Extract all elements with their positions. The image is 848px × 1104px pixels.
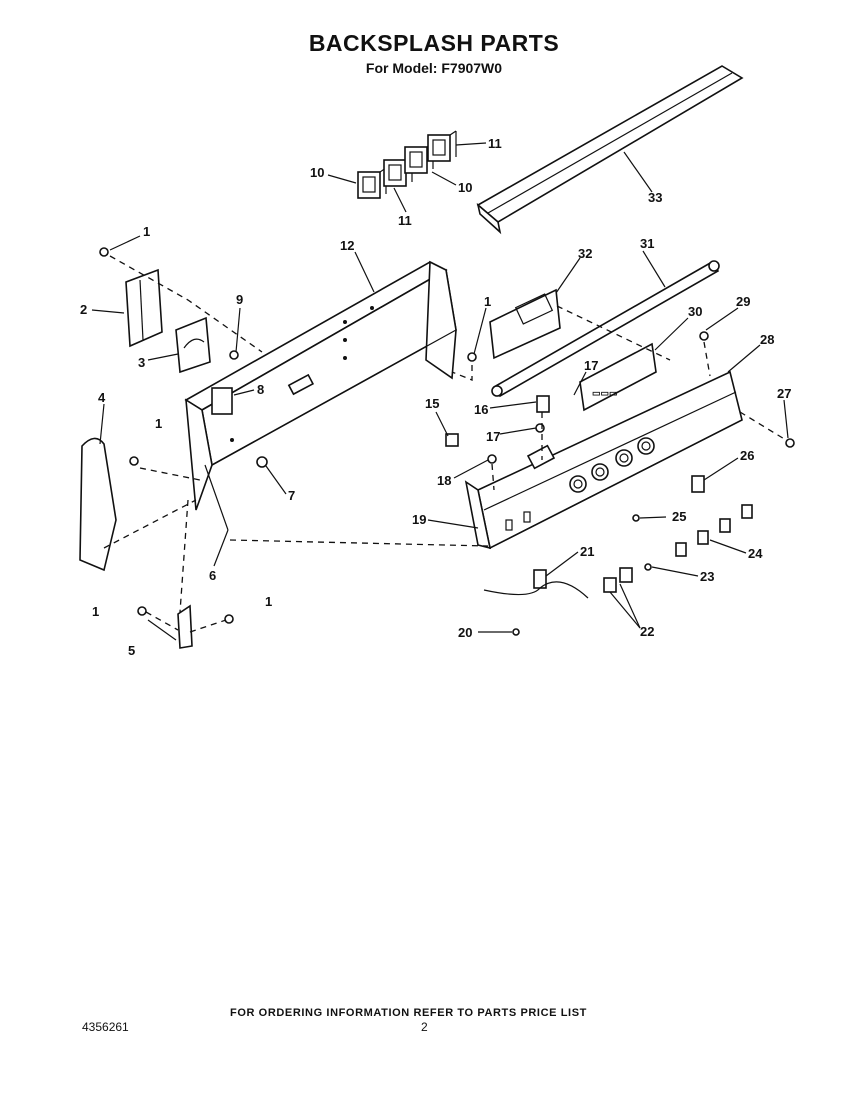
callout-29: 29 bbox=[736, 294, 750, 309]
callout-21: 21 bbox=[580, 544, 594, 559]
callout-4: 4 bbox=[98, 390, 106, 405]
callout-18: 18 bbox=[437, 473, 451, 488]
callout-25: 25 bbox=[672, 509, 686, 524]
callout-9: 9 bbox=[236, 292, 243, 307]
part-32-plate bbox=[489, 288, 561, 360]
callout-31: 31 bbox=[640, 236, 654, 251]
assembly-lines bbox=[103, 255, 787, 633]
model-subtitle: For Model: F7907W0 bbox=[365, 60, 503, 76]
page-title: BACKSPLASH PARTS bbox=[308, 30, 560, 56]
callout-19: 19 bbox=[412, 512, 426, 527]
part-28-control-panel bbox=[464, 370, 743, 550]
callout-32: 32 bbox=[578, 246, 592, 261]
svg-text:▭▭▭: ▭▭▭ bbox=[592, 388, 618, 398]
part-12-housing bbox=[184, 260, 457, 511]
callout-16: 16 bbox=[474, 402, 488, 417]
callout-22: 22 bbox=[640, 624, 654, 639]
callout-1: 1 bbox=[155, 416, 162, 431]
part-33-trim bbox=[476, 65, 744, 235]
callout-28: 28 bbox=[760, 332, 774, 347]
ordering-note: FOR ORDERING INFORMATION REFER TO PARTS … bbox=[230, 1007, 587, 1019]
callout-10: 10 bbox=[458, 180, 472, 195]
part-31-tube bbox=[491, 260, 720, 398]
callout-30: 30 bbox=[688, 304, 702, 319]
part-3-bracket bbox=[175, 316, 211, 374]
part-4-endcap bbox=[79, 437, 117, 572]
callout-26: 26 bbox=[740, 448, 754, 463]
callout-2: 2 bbox=[80, 302, 87, 317]
part-5-bracket bbox=[177, 604, 193, 649]
part-2-bracket bbox=[125, 268, 163, 348]
callout-17: 17 bbox=[486, 429, 500, 444]
part-30-overlay: ▭▭▭ bbox=[579, 342, 657, 412]
callout-11: 11 bbox=[398, 213, 412, 228]
callout-labels: 1 2 3 4 1 5 1 1 6 7 8 9 10 11 10 11 12 3… bbox=[80, 136, 791, 658]
callout-27: 27 bbox=[777, 386, 791, 401]
callout-24: 24 bbox=[748, 546, 763, 561]
callout-6: 6 bbox=[209, 568, 216, 583]
leader-lines bbox=[91, 142, 789, 641]
document-id: 4356261 bbox=[82, 1020, 129, 1034]
callout-23: 23 bbox=[700, 569, 714, 584]
callout-20: 20 bbox=[458, 625, 472, 640]
callout-1: 1 bbox=[484, 294, 491, 309]
callout-3: 3 bbox=[138, 355, 145, 370]
callout-8: 8 bbox=[257, 382, 264, 397]
callout-33: 33 bbox=[648, 190, 662, 205]
page-number: 2 bbox=[421, 1020, 428, 1034]
callout-10: 10 bbox=[310, 165, 324, 180]
callout-1: 1 bbox=[143, 224, 150, 239]
callout-5: 5 bbox=[128, 643, 135, 658]
callout-1: 1 bbox=[92, 604, 99, 619]
small-hardware bbox=[99, 247, 477, 624]
callout-7: 7 bbox=[288, 488, 295, 503]
callout-12: 12 bbox=[340, 238, 354, 253]
switch-blocks bbox=[357, 130, 457, 199]
callout-1: 1 bbox=[265, 594, 272, 609]
callout-15: 15 bbox=[425, 396, 439, 411]
callout-11: 11 bbox=[488, 136, 502, 151]
callout-17: 17 bbox=[584, 358, 598, 373]
